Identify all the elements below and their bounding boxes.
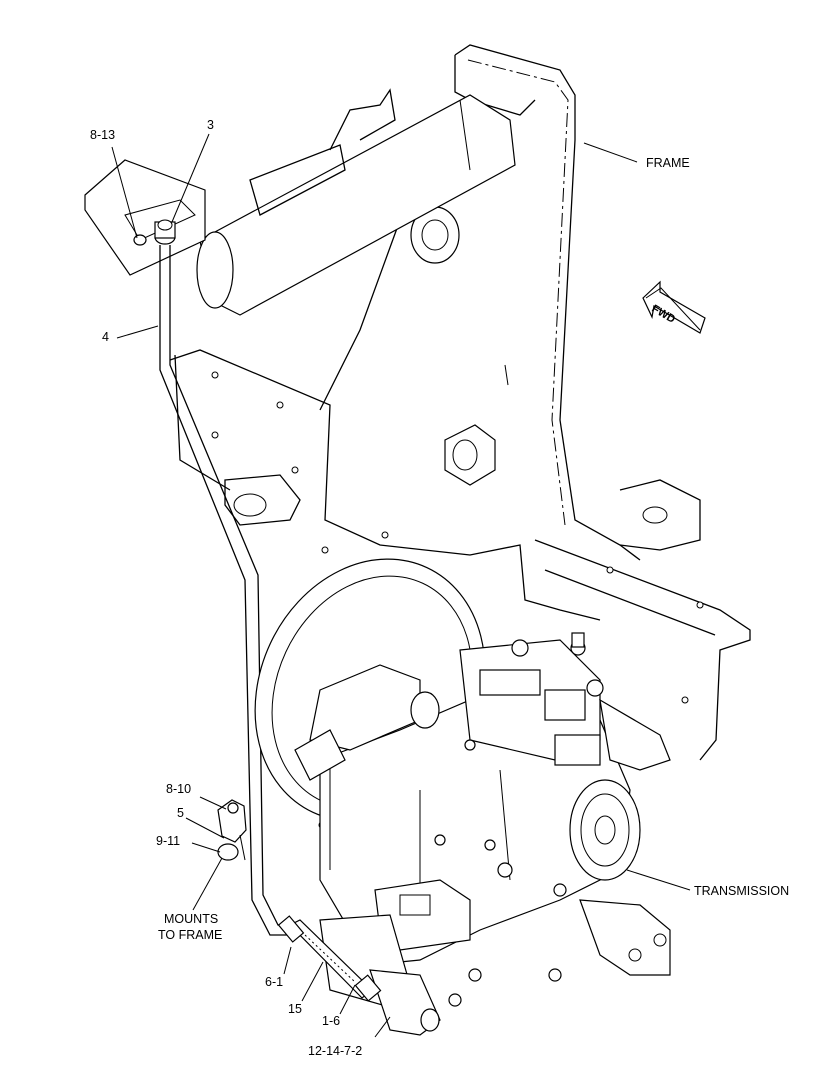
callout-8-13: 8-13	[90, 128, 116, 142]
fwd-arrow	[642, 280, 706, 334]
frame-drawing	[84, 44, 751, 829]
transmission-drawing	[254, 558, 671, 1036]
callout-12-14-7-2: 12-14-7-2	[308, 1044, 363, 1058]
callout-8-10: 8-10	[166, 782, 192, 796]
callout-9-11: 9-11	[156, 834, 181, 848]
callout-6-1: 6-1	[265, 975, 284, 989]
callout-15: 15	[288, 1002, 302, 1016]
callout-4: 4	[102, 330, 109, 344]
mounts-label-line2: TO FRAME	[158, 928, 223, 942]
clip-assembly	[217, 799, 247, 861]
frame-label: FRAME	[646, 156, 690, 170]
hose-assembly	[277, 915, 382, 1002]
tube-line	[133, 219, 295, 936]
mounts-label-line1: MOUNTS	[164, 912, 219, 926]
leader-lines	[111, 133, 691, 1038]
callout-3: 3	[207, 118, 214, 132]
callout-1-6: 1-6	[322, 1014, 341, 1028]
callout-5: 5	[177, 806, 184, 820]
transmission-label: TRANSMISSION	[694, 884, 790, 898]
